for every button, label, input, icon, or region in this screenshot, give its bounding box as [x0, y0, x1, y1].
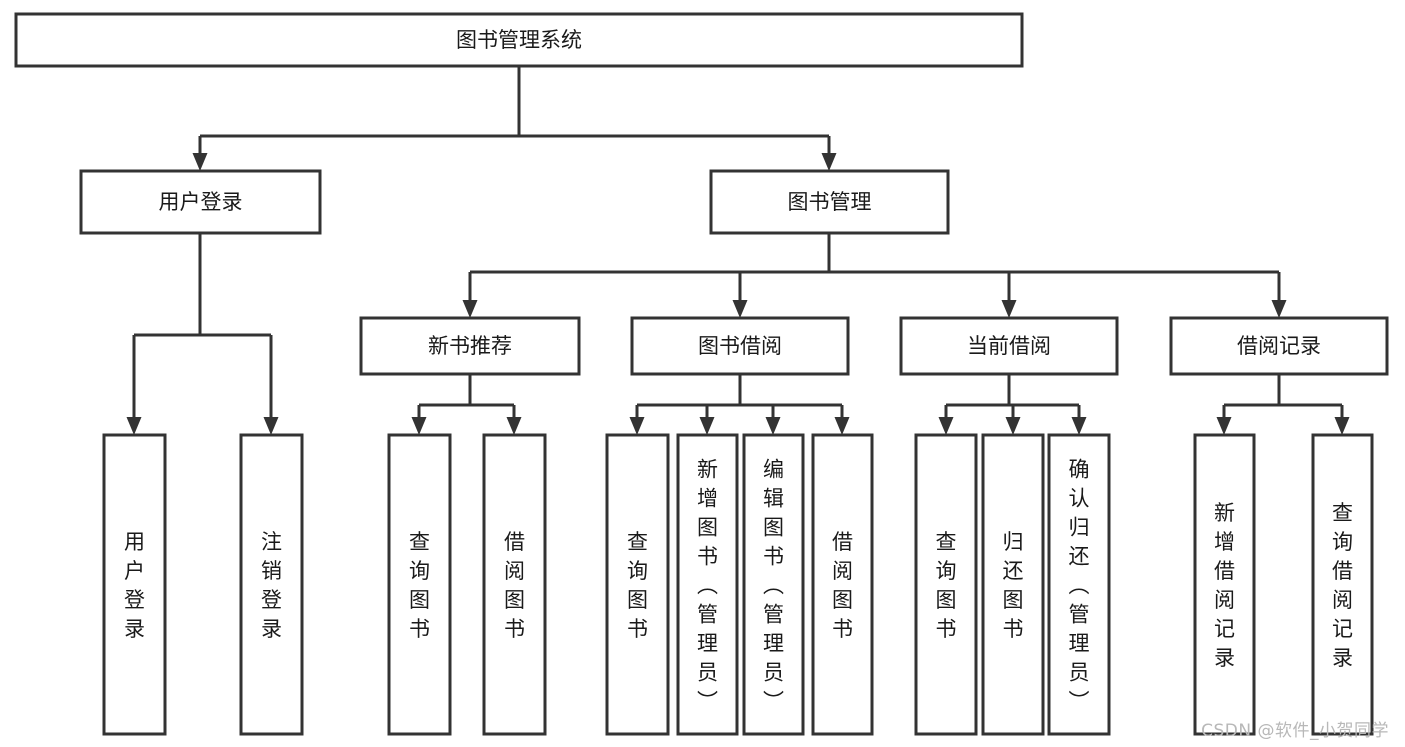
node-label: 查询图书 [936, 530, 957, 641]
connector-group-borrow-to-leaves [629, 374, 850, 435]
node-box [676, 433, 739, 736]
arrow-head-icon [1005, 417, 1021, 435]
node-level2-0[interactable]: 新书推荐 [359, 316, 581, 376]
arrow-head-icon [506, 417, 522, 435]
node-leaf-7[interactable]: 借阅图书 [811, 433, 874, 736]
node-label: 注销登录 [261, 530, 282, 641]
node-leaf-3[interactable]: 借阅图书 [482, 433, 547, 736]
node-leaf-6[interactable]: 编辑图书︵管理员︶ [742, 433, 805, 736]
node-box [811, 433, 874, 736]
node-label: 查询借阅记录 [1332, 501, 1353, 670]
node-box [1047, 433, 1111, 736]
node-label: 用户登录 [124, 530, 145, 641]
node-label: 编辑图书︵管理员︶ [763, 458, 784, 714]
node-level1-0[interactable]: 用户登录 [79, 169, 322, 235]
node-label: 图书借阅 [698, 334, 782, 358]
node-box [709, 169, 950, 235]
node-label: 查询图书 [627, 530, 648, 641]
node-leaf-4[interactable]: 查询图书 [605, 433, 670, 736]
arrow-head-icon [1071, 417, 1087, 435]
node-leaf-10[interactable]: 确认归还︵管理员︶ [1047, 433, 1111, 736]
node-box [742, 433, 805, 736]
node-box [899, 316, 1119, 376]
node-box [630, 316, 850, 376]
node-box [482, 433, 547, 736]
node-level2-1[interactable]: 图书借阅 [630, 316, 850, 376]
connector-group-root-to-level1 [192, 66, 837, 171]
node-box [14, 12, 1024, 68]
arrow-head-icon [699, 417, 715, 435]
node-box [387, 433, 452, 736]
node-box [981, 433, 1045, 736]
arrow-head-icon [765, 417, 781, 435]
node-box [79, 169, 322, 235]
arrow-head-icon [1271, 300, 1287, 318]
arrow-head-icon [834, 417, 850, 435]
node-leaf-11[interactable]: 新增借阅记录 [1193, 433, 1256, 736]
node-label: 新增借阅记录 [1214, 501, 1235, 670]
connector-group-newbook-to-leaves [411, 374, 522, 435]
node-box [1169, 316, 1389, 376]
node-root[interactable]: 图书管理系统 [14, 12, 1024, 68]
node-label: 新书推荐 [428, 334, 512, 358]
node-level2-2[interactable]: 当前借阅 [899, 316, 1119, 376]
arrow-head-icon [1216, 417, 1232, 435]
arrow-head-icon [629, 417, 645, 435]
node-label: 查询图书 [409, 530, 430, 641]
connector-group-userlogin-to-leaves [126, 233, 279, 435]
node-label: 归还图书 [1003, 530, 1024, 641]
node-label: 借阅图书 [504, 530, 525, 641]
node-box [914, 433, 978, 736]
node-label: 图书管理系统 [456, 28, 582, 52]
arrow-head-icon [263, 417, 279, 435]
node-leaf-9[interactable]: 归还图书 [981, 433, 1045, 736]
connector-group-record-to-leaves [1216, 374, 1350, 435]
arrow-head-icon [126, 417, 142, 435]
node-leaf-0[interactable]: 用户登录 [102, 433, 167, 736]
node-label: 新增图书︵管理员︶ [697, 458, 718, 714]
arrow-head-icon [462, 300, 478, 318]
node-leaf-2[interactable]: 查询图书 [387, 433, 452, 736]
arrow-head-icon [192, 153, 208, 171]
node-leaf-12[interactable]: 查询借阅记录 [1311, 433, 1374, 736]
arrow-head-icon [1334, 417, 1350, 435]
arrow-head-icon [1001, 300, 1017, 318]
csdn-watermark: CSDN @软件_小贺同学 [1201, 721, 1389, 741]
node-label: 用户登录 [159, 190, 243, 214]
node-leaf-8[interactable]: 查询图书 [914, 433, 978, 736]
node-box [1193, 433, 1256, 736]
node-level1-1[interactable]: 图书管理 [709, 169, 950, 235]
connector-group-current-to-leaves [938, 374, 1087, 435]
arrow-head-icon [821, 153, 837, 171]
connector-group-bookmgmt-to-level2 [462, 233, 1287, 318]
node-box [102, 433, 167, 736]
node-label: 当前借阅 [967, 334, 1051, 358]
node-level2-3[interactable]: 借阅记录 [1169, 316, 1389, 376]
arrow-head-icon [938, 417, 954, 435]
node-box [1311, 433, 1374, 736]
node-box [239, 433, 304, 736]
node-leaf-5[interactable]: 新增图书︵管理员︶ [676, 433, 739, 736]
node-label: 借阅记录 [1237, 334, 1321, 358]
node-label: 确认归还︵管理员︶ [1069, 458, 1090, 714]
node-label: 图书管理 [788, 190, 872, 214]
node-box [359, 316, 581, 376]
node-box [605, 433, 670, 736]
node-label: 借阅图书 [832, 530, 853, 641]
node-leaf-1[interactable]: 注销登录 [239, 433, 304, 736]
arrow-head-icon [732, 300, 748, 318]
arrow-head-icon [411, 417, 427, 435]
